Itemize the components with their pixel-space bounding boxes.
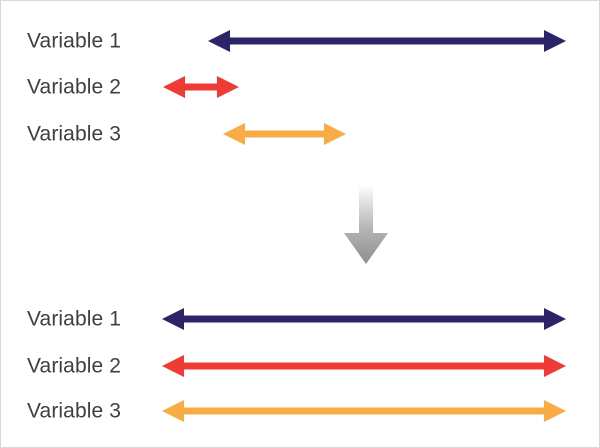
before-arrow-variable-2	[163, 74, 239, 100]
before-arrow-variable-3	[223, 121, 346, 147]
after-row-variable-1: Variable 1	[1, 296, 599, 342]
after-label-variable-1: Variable 1	[27, 307, 122, 331]
after-scaling-panel: Variable 1 Variable 2 Variable 3	[1, 286, 599, 447]
after-row-variable-2: Variable 2	[1, 343, 599, 389]
before-scaling-panel: Variable 1 Variable 2 Variable 3	[1, 1, 599, 171]
after-arrow-variable-1	[162, 306, 566, 332]
after-arrow-variable-2	[162, 353, 566, 379]
transition-panel	[1, 171, 599, 281]
before-arrow-variable-1	[208, 28, 566, 54]
before-row-variable-2: Variable 2	[1, 64, 599, 110]
before-label-variable-3: Variable 3	[27, 122, 122, 146]
before-row-variable-3: Variable 3	[1, 111, 599, 157]
down-arrow-icon	[342, 185, 390, 265]
before-label-variable-2: Variable 2	[27, 75, 122, 99]
before-row-variable-1: Variable 1	[1, 18, 599, 64]
after-arrow-variable-3	[162, 398, 566, 424]
after-row-variable-3: Variable 3	[1, 388, 599, 434]
after-label-variable-2: Variable 2	[27, 354, 122, 378]
before-label-variable-1: Variable 1	[27, 29, 122, 53]
after-label-variable-3: Variable 3	[27, 399, 122, 423]
